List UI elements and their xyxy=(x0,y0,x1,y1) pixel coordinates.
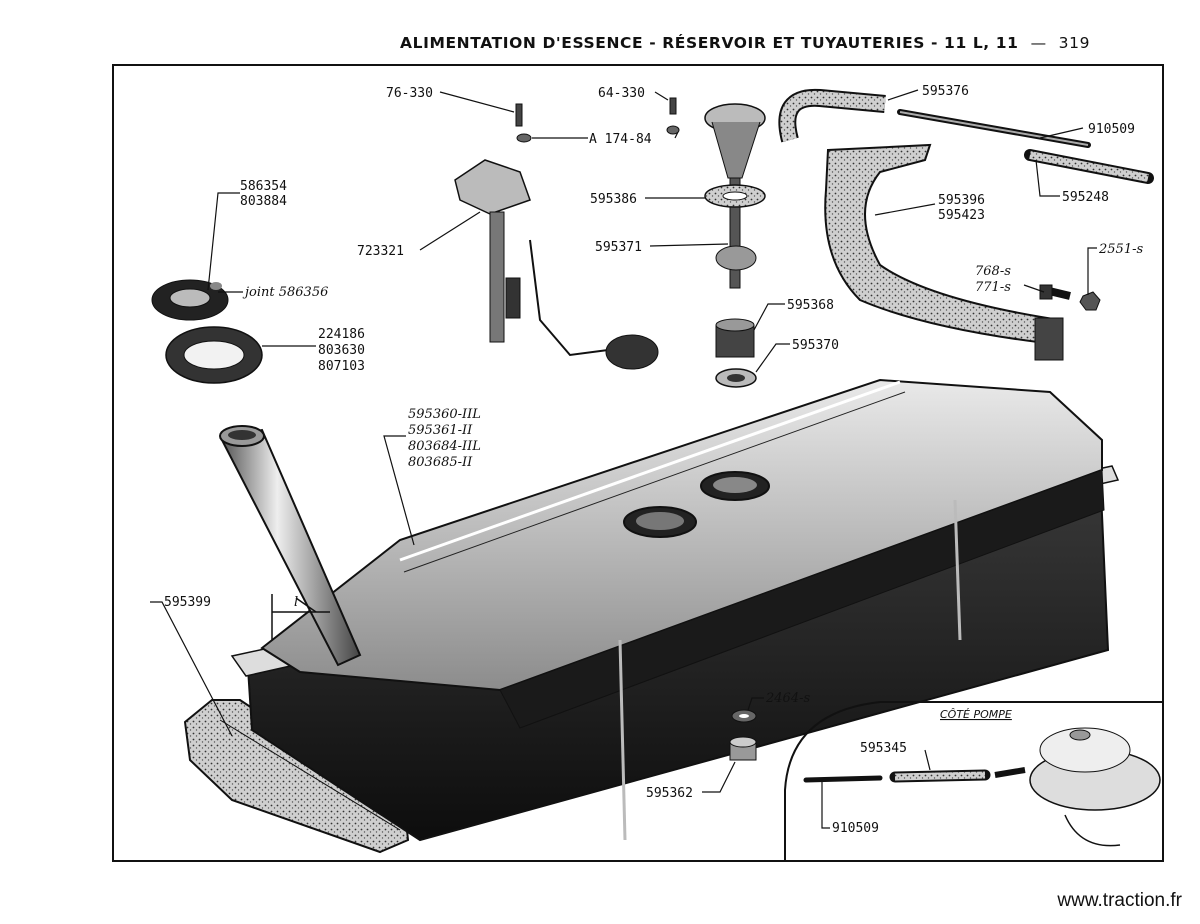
tank-upper-body xyxy=(260,378,1103,692)
label-a174-84: A 174-84 xyxy=(589,132,652,147)
page-number: 319 xyxy=(1058,34,1091,52)
screw-76-330 xyxy=(515,103,523,127)
label-64-330: 64-330 xyxy=(598,86,645,101)
label-723321: 723321 xyxy=(357,244,404,259)
label-dimension-l: l xyxy=(294,595,298,610)
inset-title: CÔTÉ POMPE xyxy=(940,708,1012,721)
parts xyxy=(151,88,1154,761)
page-number-separator: — xyxy=(1030,34,1047,52)
label-595423: 595423 xyxy=(938,208,985,223)
website-footer: www.traction.fr xyxy=(1057,890,1182,911)
label-2551-s: 2551-s xyxy=(1098,242,1143,257)
label-595371: 595371 xyxy=(595,240,642,255)
label-807103: 807103 xyxy=(318,359,365,374)
label-224186: 224186 xyxy=(318,327,365,342)
leader-lines xyxy=(150,89,1097,829)
page-header: ALIMENTATION D'ESSENCE - RÉSERVOIR ET TU… xyxy=(400,34,1120,58)
label-595376: 595376 xyxy=(922,84,969,99)
label-595362: 595362 xyxy=(646,786,693,801)
diagram-frame xyxy=(112,64,1164,862)
label-595386: 595386 xyxy=(590,192,637,207)
page-title: ALIMENTATION D'ESSENCE - RÉSERVOIR ET TU… xyxy=(400,34,1019,52)
label-595396: 595396 xyxy=(938,193,985,208)
label-803630: 803630 xyxy=(318,343,365,358)
label-joint-586356: joint 586356 xyxy=(242,285,328,300)
label-771-s: 771-s xyxy=(975,280,1011,295)
inset-pump-side xyxy=(784,701,1162,862)
label-595399: 595399 xyxy=(164,595,211,610)
label-inset-910509: 910509 xyxy=(832,821,879,836)
label-595361-ii: 595361-II xyxy=(408,423,473,438)
washer-a174-84 xyxy=(516,133,532,143)
label-910509-top: 910509 xyxy=(1088,122,1135,137)
fuel-tank xyxy=(183,378,1120,854)
gauge-sender-unit xyxy=(454,159,531,215)
tank-strap xyxy=(824,143,1064,347)
label-76-330: 76-330 xyxy=(386,86,433,101)
label-inset-595345: 595345 xyxy=(860,741,907,756)
inset-rod-910509 xyxy=(803,775,883,783)
part-labels: 76-330 64-330 A 174-84 595376 910509 595… xyxy=(164,84,1143,836)
label-595360-iil: 595360-IIL xyxy=(408,407,481,422)
label-768-s: 768-s xyxy=(975,264,1011,279)
label-595368: 595368 xyxy=(787,298,834,313)
felt-pad xyxy=(183,699,410,854)
label-2464-s: 2464-s xyxy=(765,691,810,706)
screw-64-330 xyxy=(669,97,677,115)
label-595248: 595248 xyxy=(1062,190,1109,205)
label-803685-ii: 803685-II xyxy=(408,455,473,470)
label-803884: 803884 xyxy=(240,194,287,209)
label-803684-iil: 803684-IIL xyxy=(408,439,481,454)
float xyxy=(605,334,659,370)
label-595370: 595370 xyxy=(792,338,839,353)
nut-2551-s xyxy=(1079,291,1101,311)
label-586354: 586354 xyxy=(240,179,287,194)
